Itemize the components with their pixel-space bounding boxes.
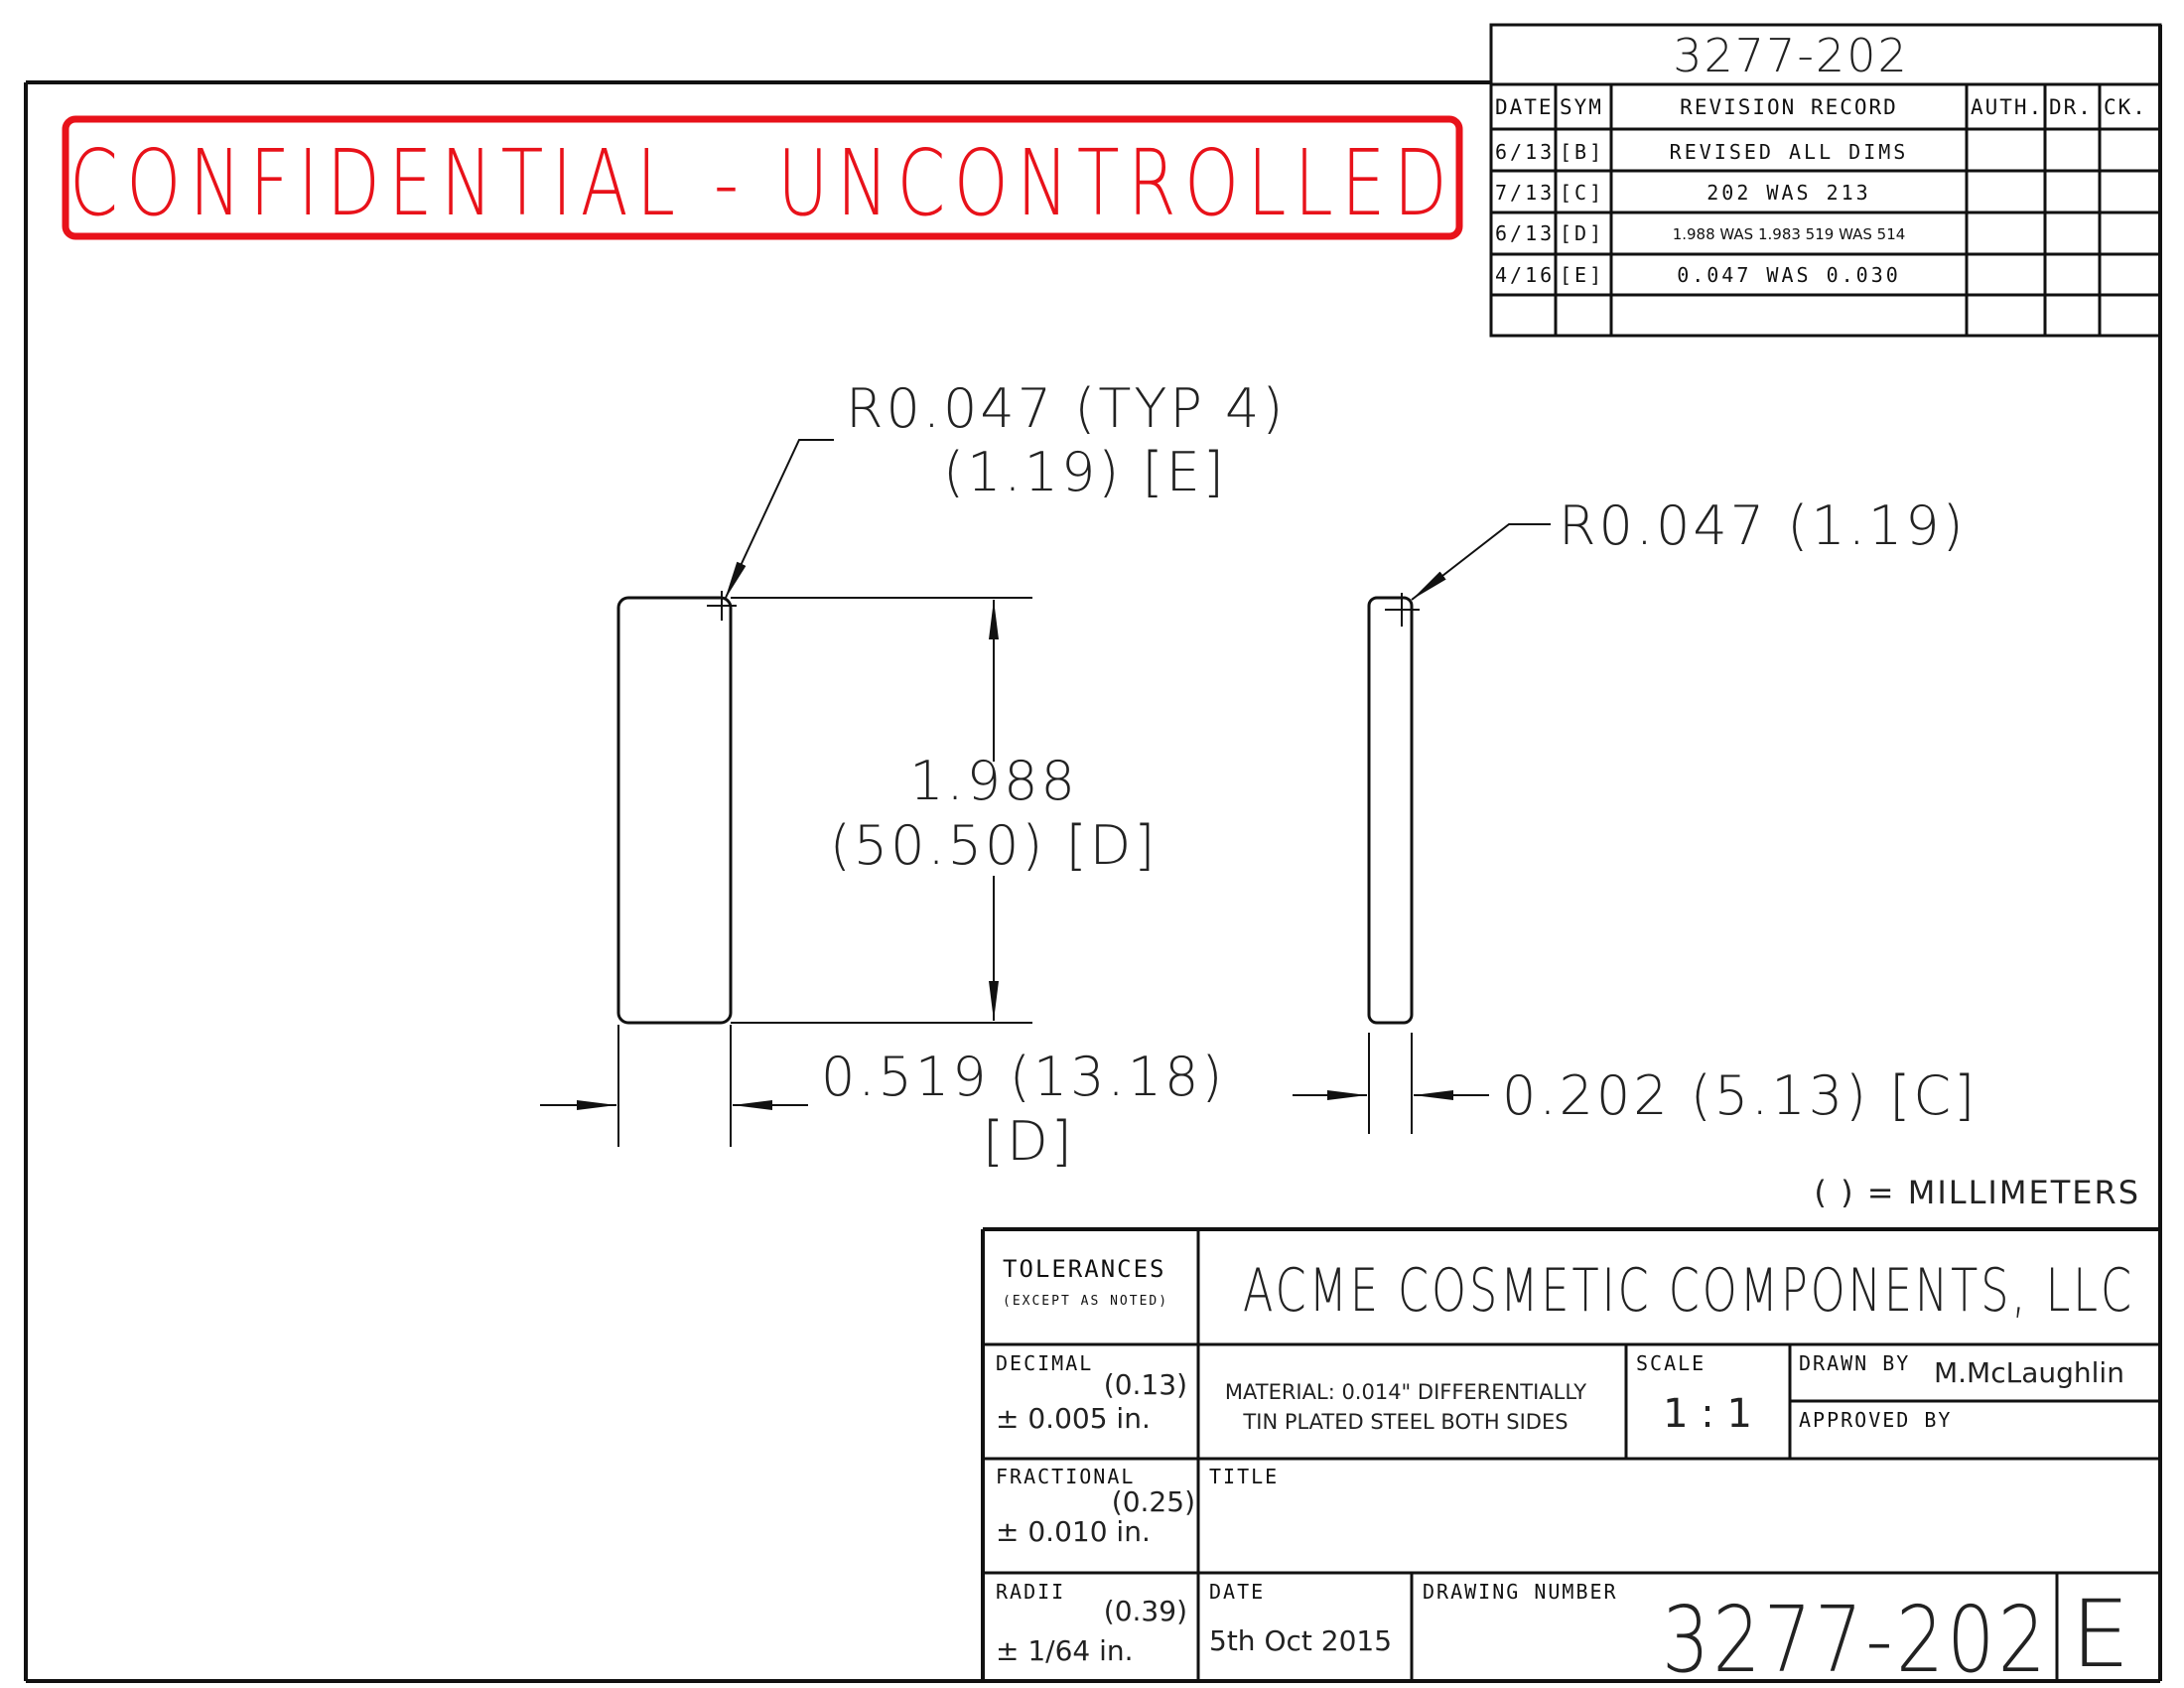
dim-height: 1.988 bbox=[909, 750, 1078, 812]
revision-block: 3277-202 DATE SYM REVISION RECORD AUTH. … bbox=[1489, 23, 2162, 338]
tolerances-label: TOLERANCES bbox=[1003, 1255, 1166, 1283]
units-note: ( ) = MILLIMETERS bbox=[1814, 1174, 2140, 1211]
rev-row-record: 1.988 WAS 1.983 519 WAS 514 bbox=[1673, 225, 1906, 243]
approved-by-label: APPROVED BY bbox=[1799, 1408, 1952, 1432]
rev-row-record: REVISED ALL DIMS bbox=[1670, 140, 1909, 164]
rev-row-record: 202 WAS 213 bbox=[1706, 181, 1870, 205]
radii-label: RADII bbox=[996, 1580, 1065, 1604]
dim-corner-radius-mm: (1.19) [E] bbox=[943, 441, 1227, 503]
radii-in: ± 1/64 in. bbox=[996, 1634, 1134, 1667]
drawing-number-label: DRAWING NUMBER bbox=[1423, 1580, 1618, 1604]
revision-drawing-number: 3277-202 bbox=[1673, 29, 1908, 82]
rev-row-sym: [D] bbox=[1560, 221, 1604, 245]
confidential-banner: CONFIDENTIAL - UNCONTROLLED bbox=[62, 115, 1463, 240]
drawing-number: 3277-202 bbox=[1662, 1587, 2049, 1688]
material-line-2: TIN PLATED STEEL BOTH SIDES bbox=[1242, 1410, 1568, 1434]
rev-header-dr: DR. bbox=[2049, 95, 2093, 119]
drawn-by-label: DRAWN BY bbox=[1799, 1351, 1910, 1375]
decimal-label: DECIMAL bbox=[996, 1351, 1093, 1375]
radii-mm: (0.39) bbox=[1104, 1595, 1187, 1627]
decimal-in: ± 0.005 in. bbox=[996, 1402, 1151, 1435]
drawn-by-value: M.McLaughlin bbox=[1934, 1356, 2124, 1389]
dim-width: 0.519 (13.18) bbox=[821, 1046, 1225, 1108]
rev-header-date: DATE bbox=[1495, 95, 1554, 119]
scale-label: SCALE bbox=[1636, 1351, 1706, 1375]
scale-value: 1 : 1 bbox=[1663, 1391, 1752, 1437]
confidential-text: CONFIDENTIAL - UNCONTROLLED bbox=[69, 130, 1455, 236]
rev-row-record: 0.047 WAS 0.030 bbox=[1677, 263, 1901, 287]
tolerances-sub: (EXCEPT AS NOTED) bbox=[1003, 1294, 1168, 1309]
rev-header-record: REVISION RECORD bbox=[1680, 95, 1898, 119]
title-label: TITLE bbox=[1209, 1465, 1279, 1488]
dim-corner-radius: R0.047 (TYP 4) bbox=[846, 377, 1286, 440]
title-block: TOLERANCES (EXCEPT AS NOTED) ACME COSMET… bbox=[981, 1227, 2160, 1688]
rev-row-date: 7/13 bbox=[1495, 181, 1555, 205]
rev-header-auth: AUTH. bbox=[1971, 95, 2043, 119]
front-view bbox=[540, 439, 1032, 1147]
side-view bbox=[1293, 523, 1551, 1134]
rev-row-sym: [C] bbox=[1560, 181, 1604, 205]
rev-row-sym: [E] bbox=[1560, 263, 1604, 287]
material-line-1: MATERIAL: 0.014" DIFFERENTIALLY bbox=[1225, 1380, 1586, 1404]
revision-letter: E bbox=[2071, 1581, 2129, 1688]
dim-height-mm: (50.50) [D] bbox=[830, 814, 1159, 877]
dim-side-radius: R0.047 (1.19) bbox=[1559, 494, 1967, 557]
rev-header-ck: CK. bbox=[2104, 95, 2147, 119]
company-name: ACME COSMETIC COMPONENTS, LLC bbox=[1243, 1256, 2134, 1326]
date-value: 5th Oct 2015 bbox=[1209, 1624, 1392, 1657]
fractional-in: ± 0.010 in. bbox=[996, 1515, 1151, 1548]
fractional-label: FRACTIONAL bbox=[996, 1465, 1135, 1488]
rev-row-sym: [B] bbox=[1560, 140, 1604, 164]
rev-header-sym: SYM bbox=[1560, 95, 1603, 119]
date-label: DATE bbox=[1209, 1580, 1265, 1604]
rev-row-date: 6/13 bbox=[1495, 221, 1555, 245]
dim-thickness: 0.202 (5.13) [C] bbox=[1502, 1064, 1978, 1127]
fractional-mm: (0.25) bbox=[1112, 1485, 1195, 1518]
dim-width-sym: [D] bbox=[983, 1110, 1075, 1173]
decimal-mm: (0.13) bbox=[1104, 1368, 1187, 1401]
rev-row-date: 6/13 bbox=[1495, 140, 1555, 164]
rev-row-date: 4/16 bbox=[1495, 263, 1555, 287]
